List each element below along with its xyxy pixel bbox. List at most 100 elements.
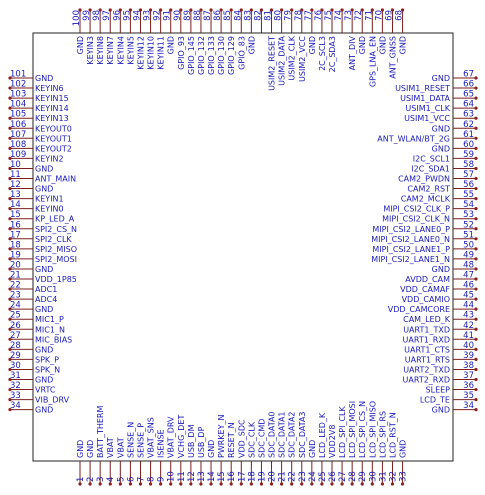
pin-name-bottom: VBAT [106,437,115,458]
pin-terminal-left [8,307,12,311]
pin-number-bottom: 13 [197,471,207,482]
pin-name-top: KEYIN11 [157,36,166,70]
pin-terminal-right [474,86,478,90]
pin-name-top: USIM2_RESET [268,36,277,91]
pin-name-left: VDD_1P85 [35,275,77,284]
pin-name-top: 2C_SCL3 [318,36,327,71]
pin-terminal-left [8,367,12,372]
pin-terminal-bottom [300,482,304,486]
pin-terminal-left [8,176,12,181]
pin-name-right: VDD_CAMIO [402,295,450,304]
pin-number-right: 66 [463,80,474,90]
pin-number-left: 101 [10,70,26,80]
pin-name-bottom: VCHG_DET [177,415,186,458]
pin-number-right: 48 [463,260,474,270]
pin-terminal-bottom [249,482,253,486]
pin-terminal-bottom [108,482,112,486]
pin-name-top: USIM2_CLK [288,35,297,80]
pin-terminal-top [118,8,122,12]
pin-number-bottom: 6 [126,477,136,482]
pin-terminal-right [474,156,478,160]
pin-terminal-left [8,247,12,251]
pin-name-left: KEYOUT1 [35,134,72,143]
pin-number-left: 27 [10,331,21,341]
pin-terminal-top [179,8,183,12]
pin-terminal-top [249,8,253,12]
pin-number-left: 26 [10,321,21,331]
pin-number-left: 108 [10,140,26,150]
pin-name-right: LCD_TE [420,396,450,405]
pin-name-top: GPS_LNA_EN [368,36,377,87]
pin-name-bottom: LCD_SPI_RS [378,411,387,458]
pin-name-top: 2C_SDA3 [328,36,337,72]
pin-terminal-top [269,8,274,12]
pin-number-right: 53 [463,210,474,220]
pin-number-top: 68 [395,10,405,21]
pin-name-top: GPIO_133 [207,36,216,75]
pin-name-right: AVDD_CAM [405,275,450,284]
pin-number-left: 103 [10,90,26,100]
pin-number-top: 82 [253,10,263,21]
pin-name-right: GND [432,144,450,153]
pin-number-left: 23 [10,291,21,301]
pin-name-right: USIM1_VCC [404,114,450,123]
pin-number-right: 56 [463,180,474,190]
pin-name-bottom: SENSE_P [136,423,145,458]
pin-number-top: 98 [92,10,102,21]
pin-terminal-left [8,237,12,241]
pin-number-left: 13 [10,190,21,200]
pin-name-right: CAM2_MCLK [401,195,451,204]
pin-terminal-bottom [148,482,153,486]
pin-terminal-bottom [320,482,324,486]
pin-number-left: 15 [10,210,21,220]
pin-number-right: 63 [463,110,474,120]
pin-name-left: VRTC [35,386,56,395]
pin-terminal-bottom [390,482,395,486]
pin-number-left: 21 [10,271,21,281]
pin-terminal-bottom [159,482,163,486]
pin-terminal-right [474,367,478,372]
pin-name-left: KEYIN6 [35,84,64,93]
pin-name-right: CAM2_RST [407,185,450,194]
pin-name-left: KEYOUT0 [35,124,72,133]
pin-terminal-top [128,8,132,12]
pin-name-top: ANT_GNSS [388,36,397,79]
pin-terminal-left [8,337,12,341]
pin-terminal-bottom [340,482,344,486]
pin-name-bottom: SDC_CMD [257,419,266,458]
pin-number-bottom: 29 [358,471,368,482]
pin-terminal-left [8,197,12,201]
pin-terminal-bottom [350,482,354,486]
pin-number-left: 10 [10,160,21,170]
pin-name-bottom: USB_DP [197,426,206,458]
pin-terminal-left [8,297,12,301]
pin-name-bottom: SENSE_N [126,422,135,458]
pin-number-bottom: 2 [86,477,96,482]
pin-number-top: 78 [294,10,304,21]
pin-name-left: SPK_N [35,365,60,374]
pin-terminal-right [474,146,478,150]
pin-name-top: KEYIN4 [116,36,125,65]
pin-terminal-right [474,327,478,331]
pin-terminal-top [380,8,384,12]
pin-terminal-bottom [290,482,294,486]
pin-terminal-right [474,337,478,341]
pin-terminal-bottom [400,482,405,486]
pin-number-left: 30 [10,361,21,371]
pin-name-right: MIPI_CSI2_CLK_N [382,215,450,224]
pin-name-top: KEYIN10 [147,36,156,70]
pin-name-right: CAM2_PWDN [398,175,450,184]
pin-name-left: GND [35,376,53,385]
pin-terminal-top [310,8,314,12]
pin-number-right: 37 [463,371,474,381]
pin-name-left: ADC4 [35,295,57,304]
pin-terminal-top [108,8,112,12]
pin-terminal-bottom [179,482,183,486]
pin-terminal-right [474,398,478,402]
pin-terminal-right [474,76,478,80]
pin-terminal-top [148,8,153,12]
pin-terminal-left [8,277,12,281]
pin-name-bottom: BATT_THERM [96,406,105,458]
pin-name-bottom: GND [207,440,216,458]
